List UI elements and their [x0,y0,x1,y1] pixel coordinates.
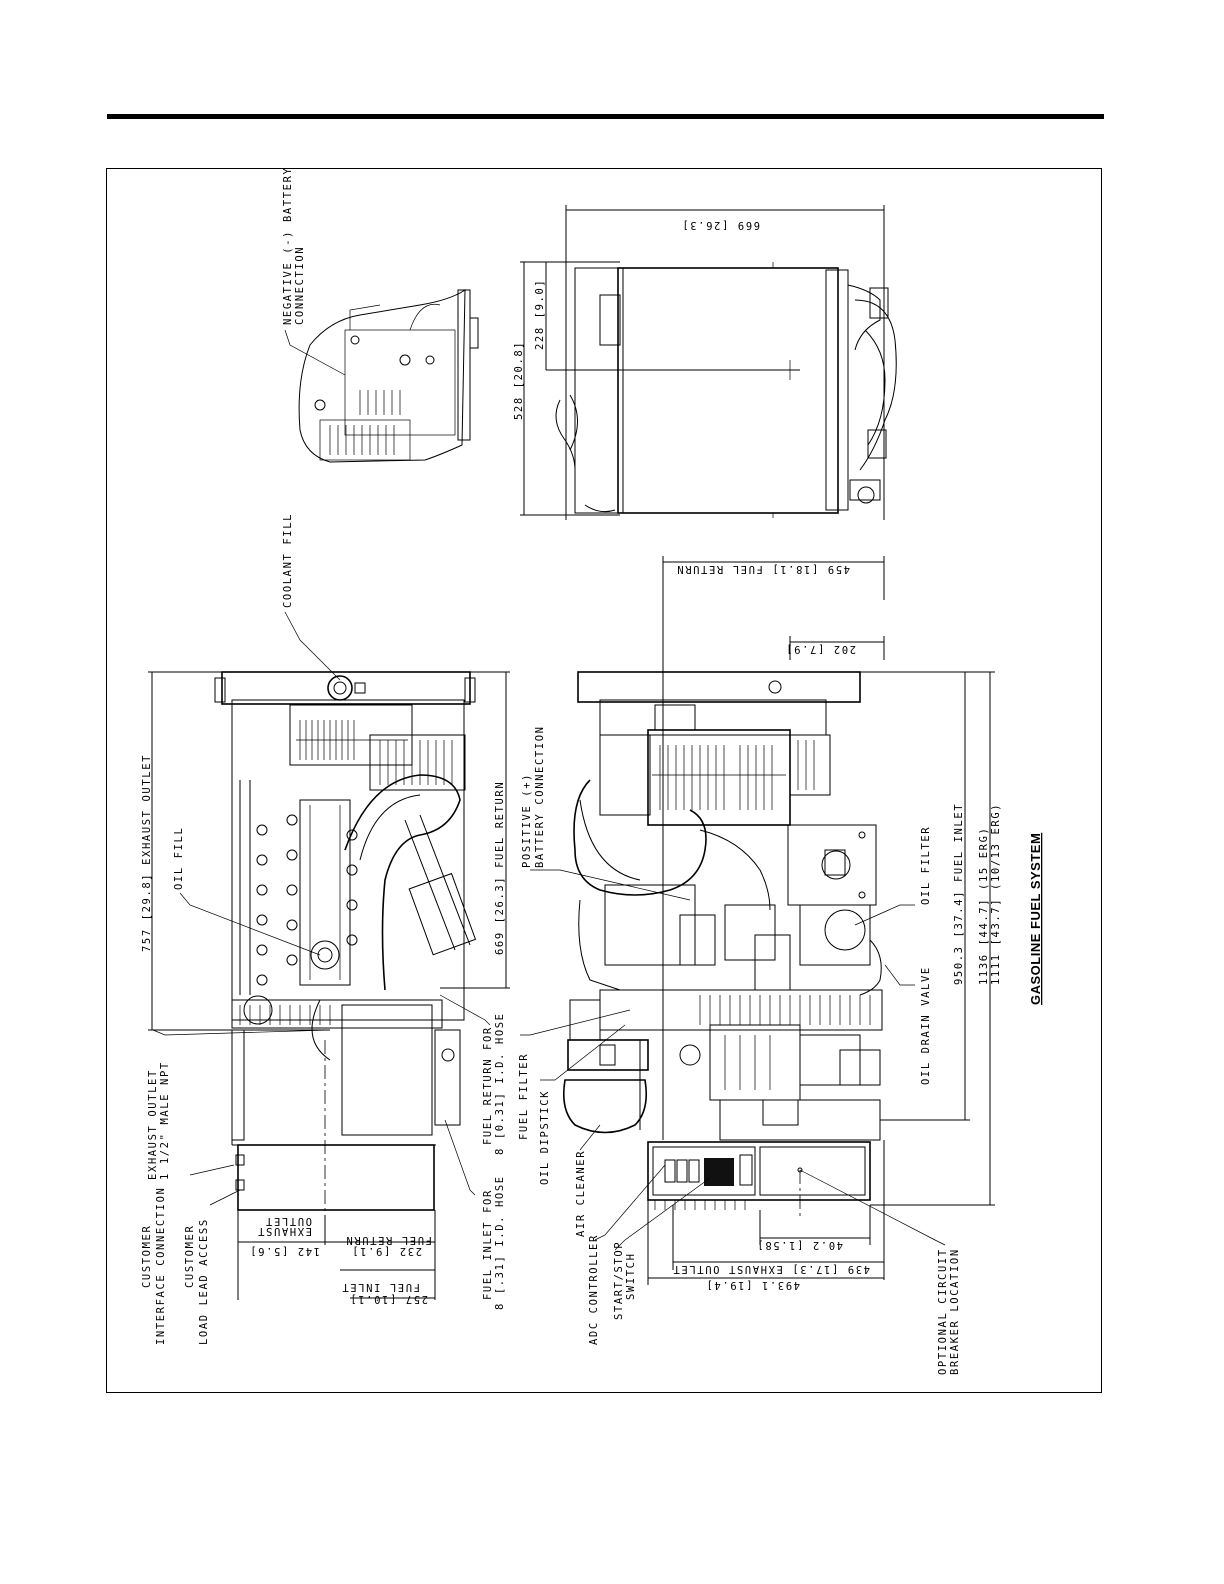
label-fuel-filter: FUEL FILTER [518,1053,530,1140]
dim-142-value: 142 [5.6] [249,1245,320,1257]
dim-950: 950.3 [37.4] FUEL INLET [953,803,965,985]
dim-493: 493.1 [19.4] [705,1279,800,1291]
label-oil-dipstick: OIL DIPSTICK [539,1090,551,1185]
leader-lines [152,329,946,1251]
dim-257-label: FUEL INLET [341,1281,420,1293]
right-side-view [562,556,995,1285]
dim-228: 228 [9.0] [534,279,546,350]
label-start-stop-1: START/STOP [613,1241,625,1320]
label-customer-interface-1: CUSTOMER [141,1225,153,1288]
label-oil-fill: OIL FILL [173,827,185,890]
label-fuel-return-hose-1: FUEL RETURN FOR [482,1026,494,1145]
label-customer-load-1: CUSTOMER [184,1225,196,1288]
label-start-stop-2: SWITCH [625,1252,637,1300]
dim-669-top: 669 [26.3] [681,219,760,231]
dim-669-fuel-return: 669 [26.3] FUEL RETURN [494,781,506,955]
dim-757: 757 [29.8] EXHAUST OUTLET [141,754,153,952]
page-title: GASOLINE FUEL SYSTEM [1028,833,1043,1005]
dim-257-value: 257 [10.1] [349,1293,428,1305]
label-positive-battery-1: POSITIVE (+) [521,773,533,868]
label-fuel-return-hose-2: 8 [0.31] I.D. HOSE [494,1012,506,1155]
label-negative-battery-1: NEGATIVE (-) BATTERY [282,167,294,325]
header-rule [107,114,1104,119]
label-negative-battery-2: CONNECTION [294,246,306,325]
dim-232-label: FUEL RETURN [345,1234,432,1246]
dim-40: 40.2 [1.58] [756,1239,843,1251]
label-optional-breaker-1: OPTIONAL CIRCUIT [937,1248,949,1375]
label-coolant-fill: COOLANT FILL [282,513,294,608]
dim-232-value: 232 [9.1] [351,1245,422,1257]
label-adc-controller: ADC CONTROLLER [588,1234,600,1345]
label-positive-battery-2: BATTERY CONNECTION [534,725,546,868]
label-customer-load-2: LOAD LEAD ACCESS [198,1218,210,1345]
detail-view-battery [298,289,479,463]
label-exhaust-outlet-2: 1 1/2" MALE NPT [159,1061,171,1180]
label-oil-drain-valve: OIL DRAIN VALVE [920,966,932,1085]
label-oil-filter: OIL FILTER [920,826,932,905]
label-customer-interface-2: INTERFACE CONNECTION [155,1187,167,1345]
top-right-view [520,205,897,520]
label-air-cleaner: AIR CLEANER [575,1150,587,1237]
dim-439: 439 [17.3] EXHAUST OUTLET [672,1263,870,1275]
drawing-frame [106,168,1102,1393]
label-fuel-inlet-hose-1: FUEL INLET FOR [482,1189,494,1300]
labels: NEGATIVE (-) BATTERY CONNECTION 669 [26.… [141,167,1043,1375]
label-fuel-inlet-hose-2: 8 [.31] I.D. HOSE [494,1175,506,1310]
dim-142-outlet: OUTLET [264,1215,312,1227]
label-exhaust-outlet-1: EXHAUST OUTLET [147,1069,159,1180]
dim-142-exhaust: EXHAUST [257,1225,312,1237]
dim-1111: 1111 [43.7] (10/13 ERG) [990,803,1002,985]
dim-1136: 1136 [44.7] (15 ERG) [978,827,990,985]
label-optional-breaker-2: BREAKER LOCATION [949,1248,961,1375]
dim-202: 202 [7.9] [785,643,856,655]
dim-459: 459 [18.1] FUEL RETURN [676,563,850,575]
dim-528: 528 [20.8] [513,341,525,420]
left-end-view [148,671,510,1300]
